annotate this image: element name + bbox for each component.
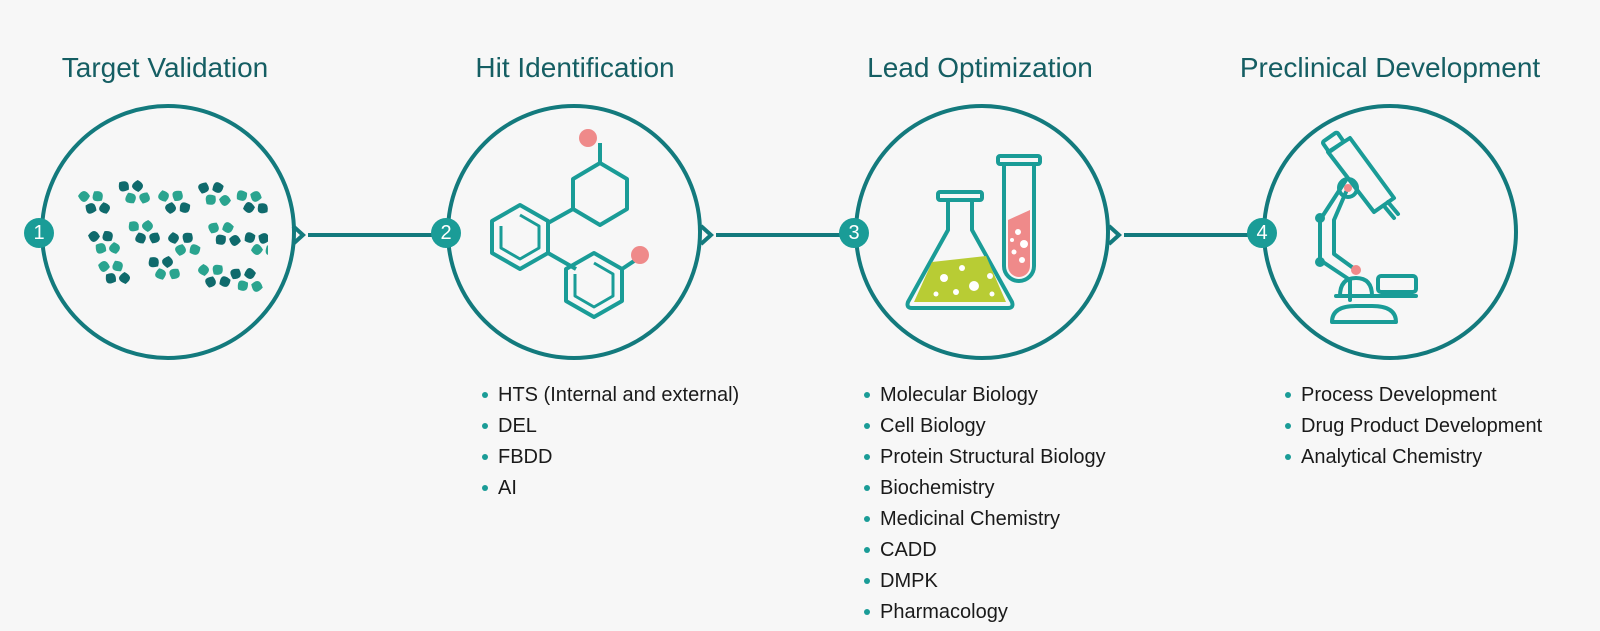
list-item: DMPK — [864, 566, 1106, 597]
stage-title-3: Lead Optimization — [867, 52, 1093, 83]
stage-title-2: Hit Identification — [475, 52, 675, 83]
step-badge-2: 2 — [431, 218, 461, 248]
connector-line-2 — [716, 233, 840, 237]
list-item: Cell Biology — [864, 411, 1106, 442]
list-item: DEL — [482, 411, 739, 442]
stage-title-4: Preclinical Development — [1239, 52, 1541, 83]
connector-line-1 — [308, 233, 432, 237]
list-item: AI — [482, 473, 739, 504]
list-item: Medicinal Chemistry — [864, 504, 1106, 535]
step-badge-1: 1 — [24, 218, 54, 248]
list-item: CADD — [864, 535, 1106, 566]
chevron-right-icon — [699, 224, 714, 246]
chevron-right-icon — [291, 224, 306, 246]
list-item: Process Development — [1285, 380, 1542, 411]
stage-title-1: Target Validation — [61, 52, 269, 83]
connector-line-3 — [1124, 233, 1248, 237]
list-item: Analytical Chemistry — [1285, 442, 1542, 473]
list-item: HTS (Internal and external) — [482, 380, 739, 411]
list-item: Biochemistry — [864, 473, 1106, 504]
list-item: Drug Product Development — [1285, 411, 1542, 442]
microscope-icon — [1315, 130, 1418, 324]
list-item: Pharmacology — [864, 597, 1106, 628]
molecule-structure-icon — [490, 129, 649, 319]
list-item: Protein Structural Biology — [864, 442, 1106, 473]
list-item: FBDD — [482, 442, 739, 473]
step-badge-3: 3 — [839, 218, 869, 248]
chevron-right-icon — [1107, 224, 1122, 246]
flask-test-tube-icon — [905, 154, 1042, 310]
step-badge-4: 4 — [1247, 218, 1277, 248]
list-item: Molecular Biology — [864, 380, 1106, 411]
protein-ribbon-icon — [78, 180, 268, 292]
